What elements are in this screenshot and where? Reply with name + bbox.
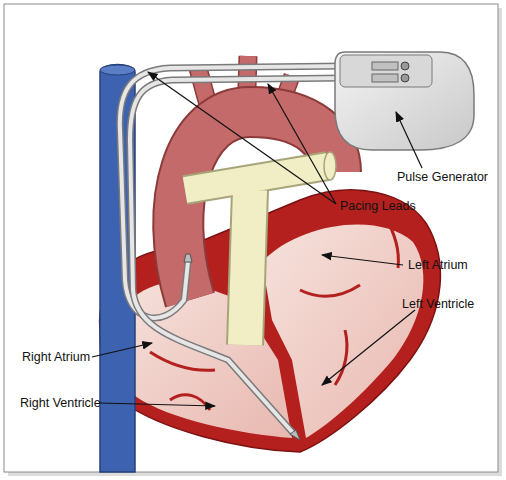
frame <box>4 4 498 472</box>
artery-end <box>324 152 336 180</box>
papillary-muscle <box>335 330 347 385</box>
set-screw <box>401 74 409 82</box>
lead-tip <box>290 430 300 440</box>
pulmonary-branches-outline <box>185 166 328 190</box>
leader-line <box>268 84 336 204</box>
pulmonary-branches <box>185 166 328 190</box>
atrial-lead-outline <box>120 66 345 318</box>
part-label: Right Ventricle <box>20 396 101 410</box>
part-label: Left Atrium <box>408 258 468 272</box>
leader-line <box>396 112 422 168</box>
part-label: Pacing Leads <box>340 199 416 213</box>
leader-line <box>322 255 403 265</box>
leader-line <box>148 72 336 204</box>
atrial-lead <box>120 66 345 318</box>
tricuspid-valve <box>150 352 215 370</box>
vena-cava-opening <box>100 65 135 75</box>
ventricular-lead <box>130 78 345 434</box>
set-screw <box>401 62 409 70</box>
pacing-leads <box>120 66 345 434</box>
mitral-valve <box>300 285 360 296</box>
lead-port <box>372 74 398 82</box>
leader-lines <box>92 72 422 406</box>
lead-tip <box>184 254 192 262</box>
ventricular-lead-outline <box>130 78 345 434</box>
pulmonary-trunk <box>245 190 250 345</box>
pulmonary-trunk-outline <box>245 190 250 345</box>
part-label: Right Atrium <box>22 350 90 364</box>
pulmonary-vein <box>385 215 398 268</box>
leader-line <box>92 343 152 357</box>
part-label: Left Ventricle <box>402 297 474 311</box>
leader-line <box>100 403 215 406</box>
pulse-generator <box>335 52 474 150</box>
leader-line <box>322 310 415 385</box>
part-label: Pulse Generator <box>397 170 488 184</box>
papillary-muscle <box>170 395 210 410</box>
generator-header <box>340 55 432 87</box>
right-chambers <box>115 282 292 438</box>
lead-port <box>372 62 398 70</box>
